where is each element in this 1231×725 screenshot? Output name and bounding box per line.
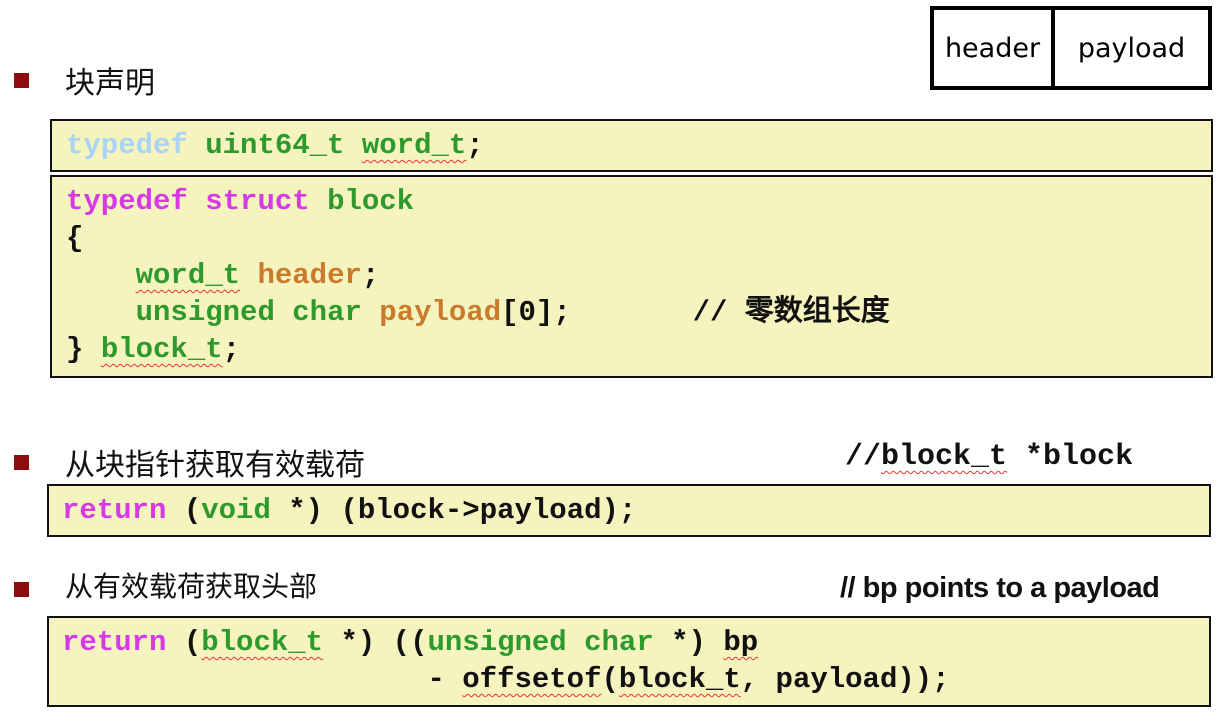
code-token: bp — [723, 626, 759, 659]
code-line: - offsetof(block_t, payload)); — [62, 661, 950, 698]
code-token: payload — [379, 296, 502, 329]
code-token — [344, 129, 361, 162]
code-token: offsetof — [462, 663, 602, 696]
code-line: typedef struct block — [66, 183, 890, 220]
code-box-payload-from-block: return (void *) (block->payload); — [47, 484, 1211, 537]
code-line: typedef uint64_t word_t; — [66, 127, 484, 164]
code-token — [310, 185, 327, 218]
code-token: char — [292, 296, 362, 329]
code-box-header-from-payload: return (block_t *) ((unsigned char *) bp… — [47, 616, 1211, 707]
code-token: // 零数组长度 — [570, 296, 890, 329]
comment-bp-points-to-payload: // bp points to a payload — [840, 572, 1160, 604]
code-box-word-typedef: typedef uint64_t word_t; — [50, 119, 1213, 172]
code-token: unsigned — [135, 296, 275, 329]
header-cell: header — [934, 10, 1055, 86]
code-token: typedef — [66, 185, 188, 218]
section-title-block-declaration: 块声明 — [65, 66, 155, 101]
block-layout-diagram: header payload — [930, 6, 1212, 90]
code-token — [362, 296, 379, 329]
code-token: word_t — [135, 259, 241, 292]
bullet-icon — [14, 455, 29, 470]
code-box-block-struct: typedef struct block{ word_t header; uns… — [50, 175, 1213, 378]
code-token: struct — [205, 185, 310, 218]
code-token: unsigned — [427, 626, 567, 659]
code-token: block_t — [100, 333, 223, 366]
code-token: [0]; — [501, 296, 571, 329]
code-token — [188, 129, 205, 162]
code-block: return (block_t *) ((unsigned char *) bp… — [62, 624, 950, 698]
code-token: ; — [466, 129, 484, 162]
section-title-payload-from-block: 从块指针获取有效载荷 — [65, 448, 365, 483]
code-token — [188, 185, 205, 218]
code-token — [275, 296, 292, 329]
payload-cell: payload — [1077, 32, 1186, 64]
comment-prefix: // — [845, 440, 882, 474]
code-token: return — [62, 494, 167, 527]
code-token: ; — [361, 259, 380, 292]
code-block: return (void *) (block->payload); — [62, 492, 636, 529]
code-token: block_t — [618, 663, 741, 696]
bullet-icon — [14, 73, 29, 88]
code-token: *) (( — [323, 626, 428, 659]
comment-type: block_t — [881, 440, 1008, 474]
code-token: block — [327, 185, 415, 218]
code-token: *) (block->payload); — [270, 494, 637, 527]
code-token: *) — [653, 626, 724, 659]
code-token: ( — [601, 663, 619, 696]
comment-rest: *block — [1007, 440, 1134, 474]
code-token: ( — [166, 626, 202, 659]
bullet-icon — [14, 582, 29, 597]
code-line: word_t header; — [66, 257, 890, 294]
comment-block-pointer: //block_t *block — [845, 440, 1133, 474]
code-token: - — [62, 663, 463, 696]
code-token: ( — [166, 494, 202, 527]
code-line: { — [66, 220, 890, 257]
code-token: block_t — [201, 626, 324, 659]
code-token: return — [62, 626, 167, 659]
code-token — [66, 296, 136, 329]
code-token: typedef — [66, 129, 188, 162]
code-line: return (void *) (block->payload); — [62, 492, 636, 529]
code-line: } block_t; — [66, 331, 890, 368]
code-token: , payload)); — [740, 663, 950, 696]
code-token: void — [201, 494, 271, 527]
code-token: uint64_t — [205, 129, 345, 162]
code-block: typedef uint64_t word_t; — [66, 127, 484, 164]
code-token: } — [66, 333, 101, 366]
code-token: header — [257, 259, 362, 292]
code-token — [66, 259, 136, 292]
code-line: unsigned char payload[0]; // 零数组长度 — [66, 294, 890, 331]
code-token: { — [66, 222, 84, 255]
section-title-header-from-payload: 从有效载荷获取头部 — [65, 570, 318, 603]
code-token — [567, 626, 584, 659]
code-token — [240, 259, 257, 292]
code-token: ; — [222, 333, 241, 366]
code-token: word_t — [361, 129, 467, 162]
code-token: char — [584, 626, 654, 659]
code-line: return (block_t *) ((unsigned char *) bp — [62, 624, 950, 661]
code-block: typedef struct block{ word_t header; uns… — [66, 183, 890, 368]
